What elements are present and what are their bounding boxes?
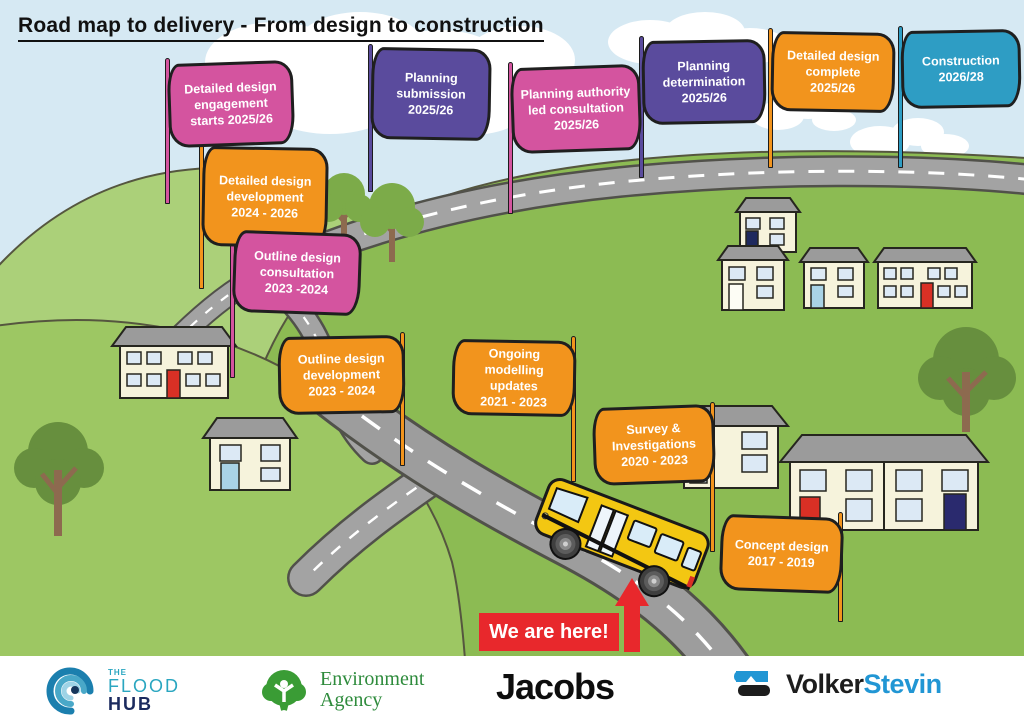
footer-logo-bar: THE FLOOD HUB Environment Agency Jacobs	[0, 656, 1024, 727]
house	[872, 247, 978, 309]
flag-detailed-design-engagement: Detailed design engagement starts 2025/2…	[166, 59, 296, 149]
jacobs-wordmark: Jacobs	[496, 666, 615, 707]
page-title: Road map to delivery - From design to co…	[18, 14, 544, 42]
flag-construction: Construction 2026/28	[900, 28, 1022, 110]
house	[734, 197, 802, 253]
we-are-here-banner: We are here!	[479, 613, 619, 651]
flag-construction-pole	[898, 26, 903, 168]
flag-ongoing-modelling: Ongoing modelling updates 2021 - 2023	[451, 338, 577, 418]
environment-agency-icon	[262, 670, 306, 711]
flood-hub-icon	[46, 667, 94, 715]
flood-hub-hub: HUB	[108, 694, 153, 714]
bus-wheel	[549, 527, 582, 560]
jacobs-logo: Jacobs	[496, 666, 615, 708]
volker-stevin-icon	[734, 671, 770, 696]
flood-hub-the: THE	[108, 668, 127, 677]
road-crest	[246, 155, 1024, 290]
flag-survey-investigations-pole	[710, 402, 715, 552]
bus-wheel	[638, 565, 671, 598]
house	[201, 417, 299, 491]
flood-hub-logo: THE FLOOD HUB	[44, 664, 180, 718]
flag-planning-submission: Planning submission 2025/26	[370, 46, 492, 142]
house	[777, 434, 991, 531]
stevin-wordmark: Stevin	[863, 668, 943, 699]
volker-wordmark: Volker	[786, 668, 864, 699]
flag-concept-design: Concept design 2017 - 2019	[718, 513, 845, 595]
flag-outline-design-development: Outline design development 2023 - 2024	[277, 334, 406, 416]
cloud	[850, 118, 969, 158]
house	[716, 245, 790, 311]
we-are-here-arrow	[615, 578, 649, 652]
school-bus	[534, 478, 710, 598]
flag-ongoing-modelling-pole	[571, 336, 576, 482]
flag-survey-investigations: Survey & Investigations 2020 - 2023	[591, 403, 717, 487]
environment-agency-wordmark: Environment Agency	[320, 668, 425, 711]
road-dashes	[261, 169, 1024, 276]
tree	[14, 422, 104, 536]
tree	[360, 183, 424, 262]
house	[798, 247, 870, 309]
house	[110, 326, 238, 399]
volker-stevin-logo: VolkerStevin	[732, 668, 942, 700]
flag-outline-design-consultation: Outline design consultation 2023 -2024	[231, 229, 363, 317]
flag-planning-determination: Planning determination 2025/26	[641, 38, 767, 126]
tree	[918, 327, 1016, 432]
tree	[315, 173, 373, 252]
road-dashes	[305, 472, 437, 579]
flood-hub-flood: FLOOD	[108, 676, 181, 696]
environment-agency-logo: Environment Agency	[258, 664, 424, 716]
flag-planning-authority-consultation: Planning authority led consultation 2025…	[509, 63, 643, 155]
flag-detailed-design-complete: Detailed design complete 2025/26	[770, 30, 896, 114]
house	[673, 405, 791, 489]
